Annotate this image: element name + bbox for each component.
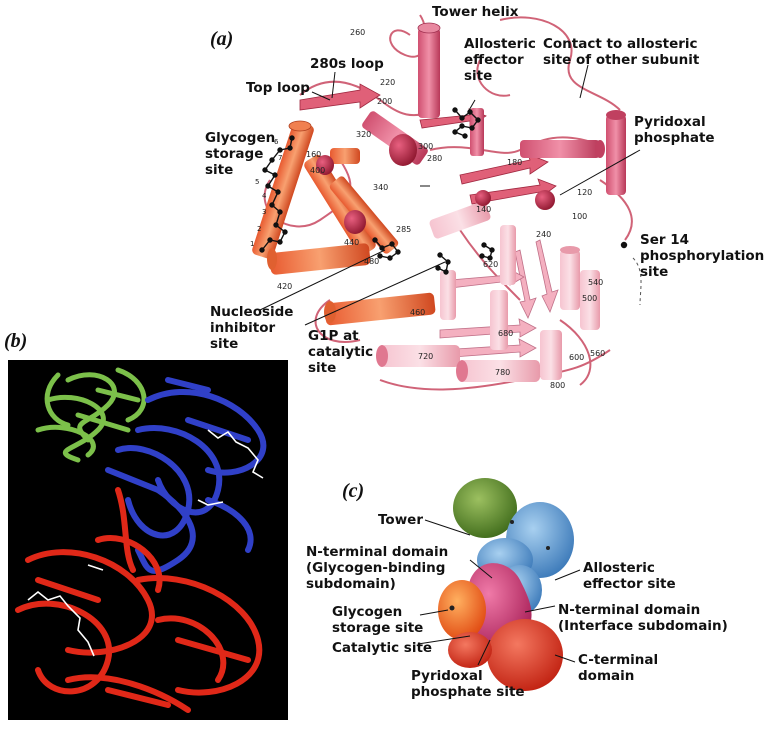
ligand-index: 1 [250,240,255,248]
residue-number: 600 [569,353,585,362]
residue-number: 280 [427,154,443,163]
label-ser14: Ser 14 phosphorylation site [640,232,765,280]
residue-number: 620 [483,260,499,269]
residue-number: 100 [572,212,588,221]
residue-number: 780 [495,368,511,377]
residue-number: 800 [550,381,566,390]
residue-number: 260 [350,28,366,37]
ligand-index: 7 [278,154,283,162]
label-allosteric-effector-site-c: Allosteric effector site [583,560,676,592]
residue-number: 160 [306,150,322,159]
ligand-index: 5 [255,178,260,186]
residue-number: 180 [507,158,523,167]
ligand-index: 4 [262,192,267,200]
residue-number: 720 [418,352,434,361]
label-nucleoside-inhibitor: Nucleoside inhibitor site [210,304,294,352]
label-pyridoxal-phosphate: Pyridoxal phosphate [634,114,715,146]
residue-number: 400 [310,166,326,175]
label-contact-allosteric: Contact to allosteric site of other subu… [543,36,700,68]
panel-b-ribbon-image [8,360,288,720]
residue-number: 140 [476,205,492,214]
label-280s-loop: 280s loop [310,56,384,72]
label-pyridoxal-phosphate-site: Pyridoxal phosphate site [411,668,525,700]
label-catalytic-site: Catalytic site [332,640,433,656]
ligand-index: 2 [257,225,262,233]
panel-c-letter: (c) [342,480,365,502]
residue-number: 220 [380,78,396,87]
label-n-terminal-glycogen: N-terminal domain (Glycogen-binding subd… [306,544,449,592]
label-tower-helix: Tower helix [432,4,519,20]
residue-number: 285 [396,225,412,234]
residue-number: 300 [418,142,434,151]
residue-number: 440 [344,238,360,247]
residue-number: 540 [588,278,604,287]
residue-number: 460 [410,308,426,317]
label-top-loop: Top loop [246,80,310,96]
panel-b-ribbons [15,367,267,713]
label-glycogen-storage-site: Glycogen storage site [205,130,276,178]
residue-number: 560 [590,349,606,358]
label-allosteric-effector-site: Allosteric effector site [464,36,536,84]
residue-number: 500 [582,294,598,303]
residue-number: 480 [364,257,380,266]
residue-number: 240 [536,230,552,239]
residue-number: 680 [498,329,514,338]
residue-number: 320 [356,130,372,139]
residue-number: 120 [577,188,593,197]
label-g1p: G1P at catalytic site [308,328,374,376]
label-n-terminal-interface: N-terminal domain (Interface subdomain) [558,602,728,634]
label-glycogen-storage-site-c: Glycogen storage site [332,604,424,636]
label-c-terminal-domain: C-terminal domain [578,652,659,684]
residue-number: 200 [377,97,393,106]
residue-number: 420 [277,282,293,291]
label-tower: Tower [378,512,423,528]
ligand-index: 6 [274,138,279,146]
panel-b-letter: (b) [4,330,28,352]
ligand-index: 3 [262,208,267,216]
panel-a-letter: (a) [210,28,234,50]
residue-number: 340 [373,183,389,192]
